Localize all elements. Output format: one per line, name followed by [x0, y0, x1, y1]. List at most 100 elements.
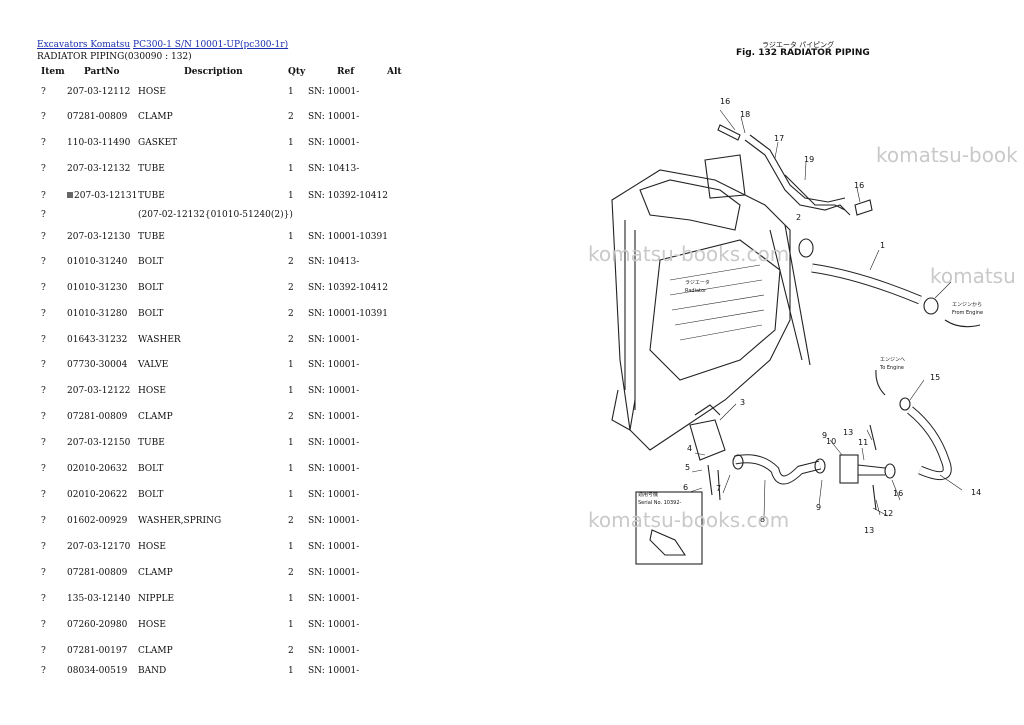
partno-cell: 207-03-12112 — [67, 87, 131, 97]
radiator-core — [649, 239, 781, 381]
label-radiator: Radiator — [685, 288, 707, 294]
qty-cell: 1 — [288, 464, 294, 474]
description-cell: WASHER — [138, 335, 181, 345]
breadcrumb-link-model[interactable]: PC300-1 S/N 10001-UP(pc300-1r) — [133, 40, 289, 50]
description-cell: BOLT — [138, 257, 164, 267]
tube-8-inner — [734, 455, 821, 484]
callout-6: 6 — [683, 483, 688, 492]
partno-text: 207-03-12131 — [74, 191, 138, 201]
col-header-partno: PartNo — [84, 67, 120, 77]
description-cell: BOLT — [138, 309, 164, 319]
partno-cell: 08034-00519 — [67, 666, 128, 676]
item-cell: ? — [41, 210, 46, 220]
radiator-top-tank — [639, 179, 741, 231]
callout-4: 4 — [687, 444, 692, 453]
watermark-top-right: komatsu-book — [876, 143, 1018, 167]
item-cell: ? — [41, 568, 46, 578]
partno-cell: 207-03-12130 — [67, 232, 131, 242]
qty-cell: 1 — [288, 87, 294, 97]
item-cell: ? — [41, 438, 46, 448]
fitting-16-right — [854, 199, 873, 216]
ref-cell: SN: 10392-10412 — [308, 283, 388, 293]
item-cell: ? — [41, 309, 46, 319]
qty-cell: 2 — [288, 646, 294, 656]
partno-cell: 207-03-12131 — [67, 191, 137, 201]
callout-3: 3 — [740, 398, 745, 407]
description-cell: TUBE — [138, 232, 165, 242]
clamp-9-left — [732, 454, 744, 470]
ref-cell: SN: 10001- — [308, 542, 360, 552]
page-subtitle: RADIATOR PIPING(030090 : 132) — [37, 52, 192, 62]
item-cell: ? — [41, 666, 46, 676]
item-cell: ? — [41, 646, 46, 656]
serial-inset-tube — [649, 529, 687, 556]
description-cell: CLAMP — [138, 568, 173, 578]
item-cell: ? — [41, 257, 46, 267]
partno-cell: 07281-00809 — [67, 568, 128, 578]
callout-17: 17 — [774, 134, 784, 143]
callout-18: 18 — [740, 110, 750, 119]
description-cell: CLAMP — [138, 412, 173, 422]
bolts-11-12 — [869, 424, 877, 511]
watermark-center: komatsu-books.com — [588, 242, 790, 266]
item-cell: ? — [41, 164, 46, 174]
partno-cell: 07730-30004 — [67, 360, 128, 370]
partno-cell: 207-03-12122 — [67, 386, 131, 396]
description-cell: CLAMP — [138, 112, 173, 122]
description-cell: (207-02-12132{01010-51240(2)}) — [138, 210, 293, 220]
callout-leaders — [689, 109, 963, 518]
description-cell: BOLT — [138, 464, 164, 474]
ref-cell: SN: 10001- — [308, 646, 360, 656]
partno-cell: 07260-20980 — [67, 620, 128, 630]
qty-cell: 1 — [288, 386, 294, 396]
item-cell: ? — [41, 464, 46, 474]
description-cell: BAND — [138, 666, 167, 676]
partno-cell: 01010-31280 — [67, 309, 128, 319]
qty-cell: 1 — [288, 490, 294, 500]
description-cell: NIPPLE — [138, 594, 175, 604]
qty-cell: 2 — [288, 309, 294, 319]
item-cell: ? — [41, 490, 46, 500]
callout-19: 19 — [804, 155, 814, 164]
callout-15: 15 — [930, 373, 940, 382]
hose-1-inner — [811, 264, 922, 304]
description-cell: WASHER,SPRING — [138, 516, 222, 526]
col-header-qty: Qty — [288, 67, 306, 77]
ref-cell: SN: 10001- — [308, 464, 360, 474]
breadcrumb-link-excavators[interactable]: Excavators Komatsu — [37, 40, 131, 50]
qty-cell: 1 — [288, 438, 294, 448]
radiator-left-frame — [624, 220, 636, 410]
item-cell: ? — [41, 516, 46, 526]
qty-cell: 1 — [288, 620, 294, 630]
upper-tube — [744, 139, 851, 216]
partno-cell: 07281-00809 — [67, 112, 128, 122]
description-cell: CLAMP — [138, 646, 173, 656]
partno-cell: 01602-00929 — [67, 516, 128, 526]
qty-cell: 1 — [288, 191, 294, 201]
radiator-filler — [704, 154, 746, 199]
item-cell: ? — [41, 87, 46, 97]
table-row: ? (207-02-12132{01010-51240(2)}) — [0, 210, 540, 224]
qty-cell: 2 — [288, 257, 294, 267]
item-cell: ? — [41, 386, 46, 396]
arrow-from-engine — [944, 319, 981, 328]
description-cell: BOLT — [138, 490, 164, 500]
clamp-16 — [884, 463, 896, 479]
breadcrumb: Excavators Komatsu PC300-1 S/N 10001-UP(… — [37, 40, 288, 50]
radiator-left-foot — [611, 389, 636, 431]
ref-cell: SN: 10413- — [308, 257, 360, 267]
ref-cell: SN: 10392-10412 — [308, 191, 388, 201]
ref-cell: SN: 10001- — [308, 138, 360, 148]
